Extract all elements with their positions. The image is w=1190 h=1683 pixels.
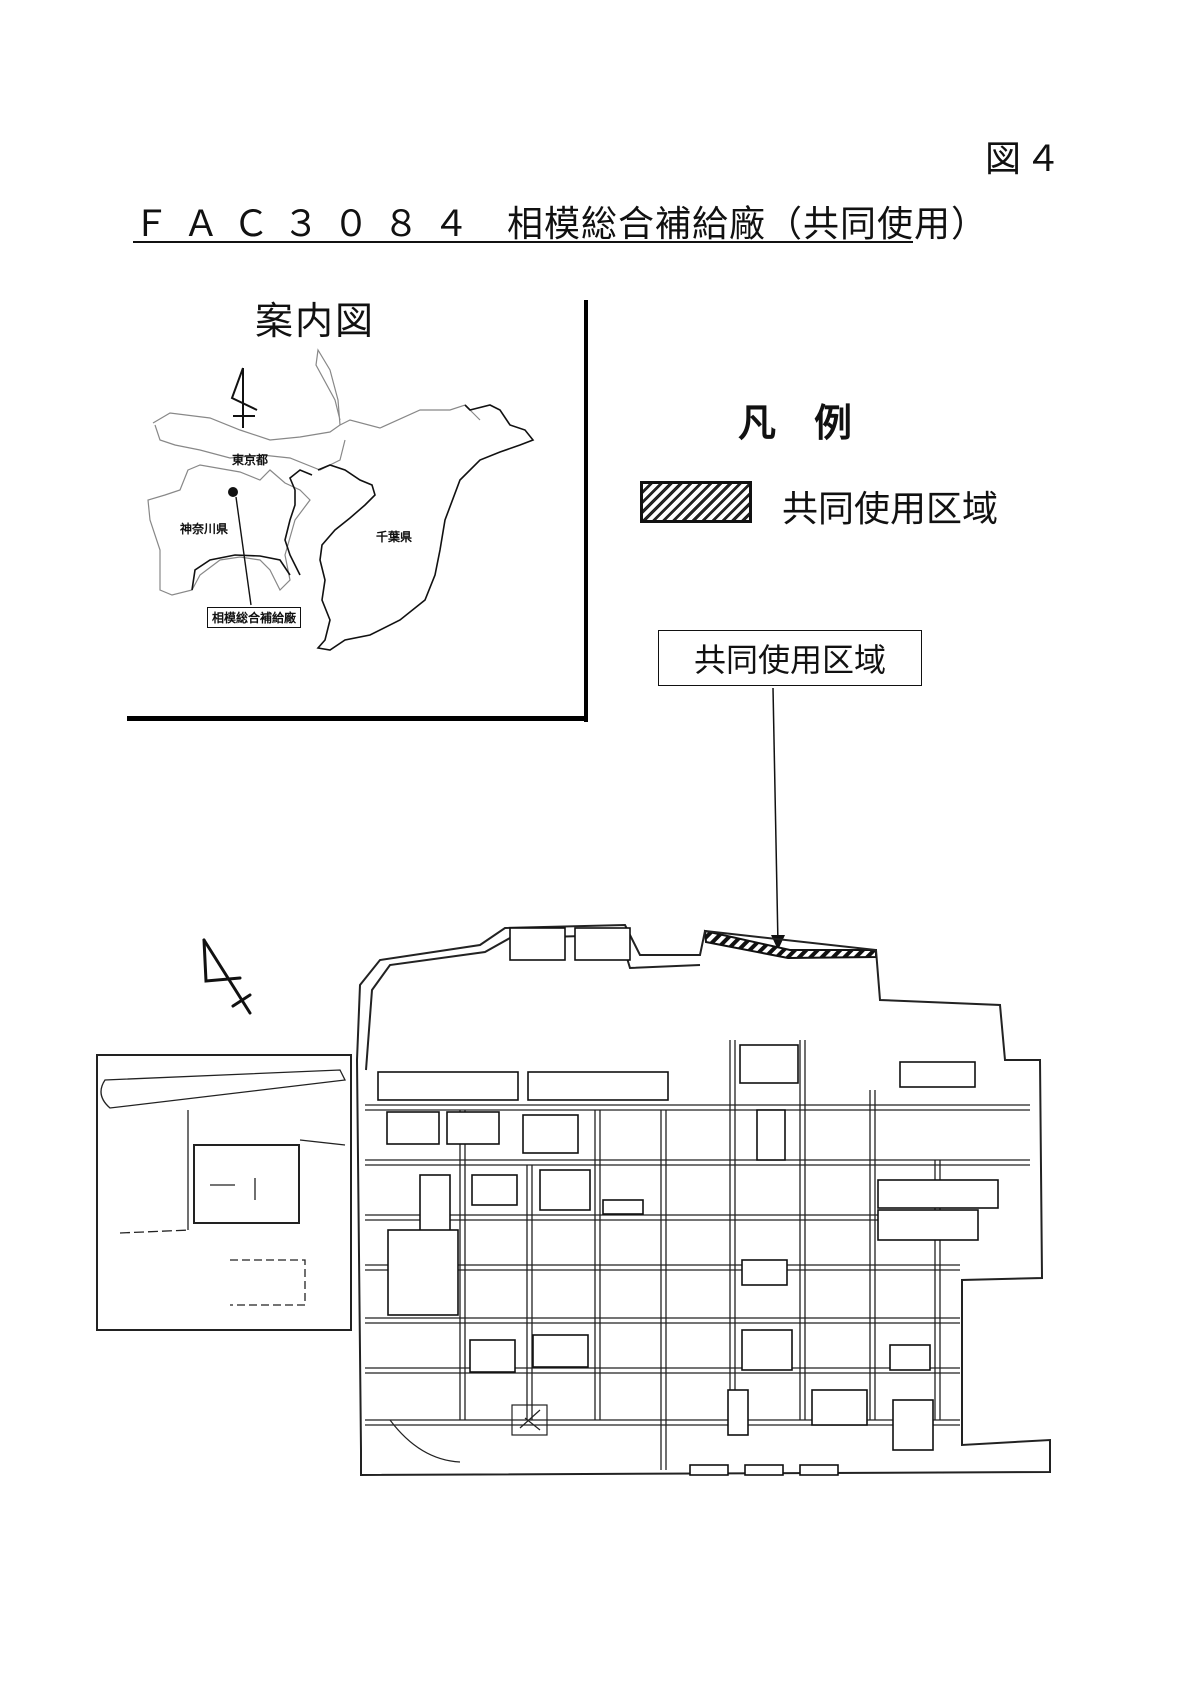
building [739, 1044, 799, 1084]
building [799, 1464, 839, 1476]
main-depot-outline [355, 923, 1051, 1477]
road-grid [365, 1040, 1030, 1470]
shared-area-callout: 共同使用区域 [658, 630, 922, 686]
west-annex-parcel [96, 1054, 352, 1331]
building [741, 1259, 788, 1286]
buildings [377, 927, 999, 1476]
shared-use-area [703, 929, 877, 960]
kanagawa-boundary [147, 464, 311, 596]
building [574, 927, 631, 961]
heliport-area [389, 1404, 548, 1463]
building [744, 1464, 784, 1476]
region-label-tokyo: 東京都 [232, 453, 269, 467]
building [892, 1399, 934, 1451]
site-label: 相模総合補給廠 [207, 607, 302, 628]
shared-area-callout-label: 共同使用区域 [693, 641, 886, 679]
facility-code: ＦＡＣ３０８４ [133, 204, 484, 245]
building [527, 1071, 669, 1101]
building [509, 927, 566, 961]
building [386, 1111, 440, 1145]
building [877, 1209, 979, 1241]
figure-number: 図４ [985, 139, 1066, 180]
region-label-chiba: 千葉県 [376, 530, 413, 544]
north-arrow-icon [230, 367, 258, 428]
north-arrow-icon [202, 938, 252, 1015]
building [532, 1334, 589, 1368]
sagami-bay-coast [191, 554, 291, 591]
inset-map-title: 案内図 [255, 299, 376, 343]
building [756, 1109, 786, 1161]
building [689, 1464, 729, 1476]
building [469, 1339, 516, 1373]
inset-frame-bottom [127, 716, 588, 721]
facility-name: 相模総合補給廠（共同使用） [507, 204, 989, 245]
title-underline [133, 241, 913, 243]
building [727, 1389, 749, 1436]
building [602, 1199, 644, 1215]
building [811, 1389, 868, 1426]
building [899, 1061, 976, 1088]
building [522, 1114, 579, 1154]
legend-hatch-swatch [640, 481, 752, 523]
building [889, 1344, 931, 1371]
building [539, 1169, 591, 1211]
building [387, 1229, 459, 1316]
building [877, 1179, 999, 1209]
page-title: ＦＡＣ３０８４ 相模総合補給廠（共同使用） [133, 195, 988, 247]
legend-label-shared-area: 共同使用区域 [782, 489, 999, 530]
site-location-marker [228, 487, 238, 497]
chiba-coastline [284, 404, 535, 651]
building [741, 1329, 793, 1371]
building [377, 1071, 519, 1101]
callout-arrow [771, 687, 785, 950]
site-leader-line [235, 496, 252, 606]
building [446, 1111, 500, 1145]
legend-title: 凡 例 [738, 401, 853, 445]
region-label-kanagawa: 神奈川県 [180, 522, 229, 536]
building [471, 1174, 518, 1206]
inset-frame-right [584, 300, 588, 722]
